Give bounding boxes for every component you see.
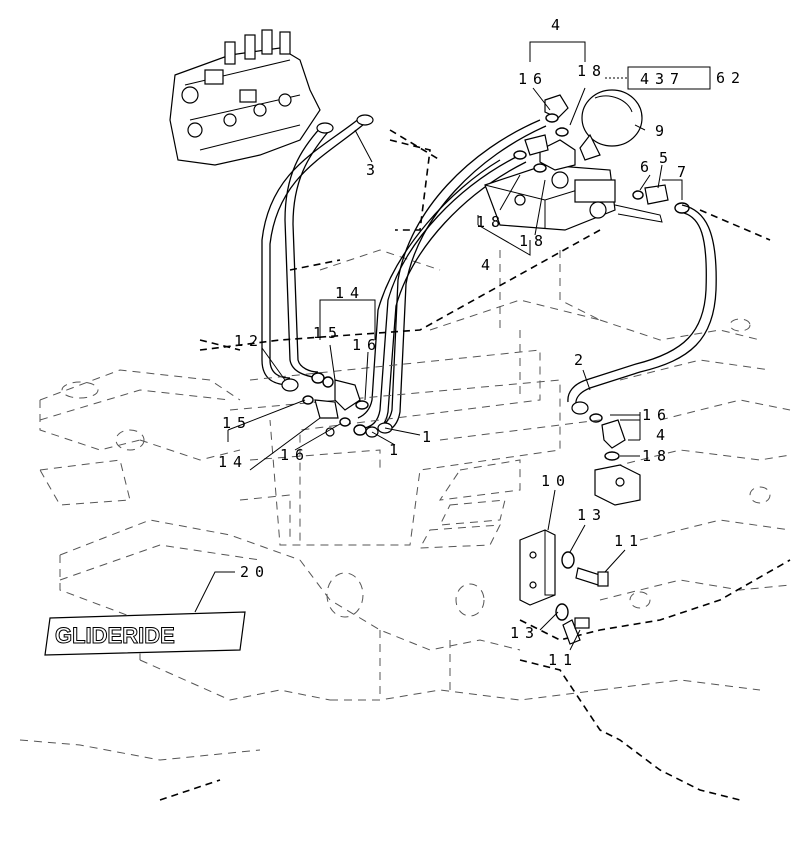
callout-15-bottom: 15 (222, 414, 252, 432)
callout-11-top: 11 (614, 532, 644, 550)
callout-10: 10 (541, 472, 571, 490)
callout-14-bottom: 14 (218, 453, 248, 471)
callout-4-mid: 4 (481, 256, 496, 274)
bracket-assembly (519, 529, 609, 645)
callout-13-top: 13 (577, 506, 607, 524)
callout-5: 5 (659, 149, 674, 167)
callout-3: 3 (366, 161, 381, 179)
callout-6: 6 (640, 158, 655, 176)
callout-2: 2 (574, 351, 589, 369)
callout-14-top: 14 (335, 284, 365, 302)
callout-18-right: 18 (642, 447, 672, 465)
callout-12: 12 (234, 332, 264, 350)
logo-text: GLIDERIDE (55, 623, 175, 648)
accumulator (579, 89, 643, 161)
fittings-top (513, 94, 690, 223)
callout-16-right: 16 (642, 406, 672, 424)
reference-box-text: 437 (640, 70, 685, 88)
callout-20: 20 (240, 563, 270, 581)
fittings-right (589, 413, 641, 506)
reference-suffix: 62 (716, 69, 746, 87)
hose-group-left (261, 114, 374, 386)
fittings-left-cluster (281, 372, 393, 438)
callout-7: 7 (677, 163, 692, 181)
chassis-outline (19, 249, 791, 761)
callout-18-mid-right: 18 (519, 232, 549, 250)
callout-16-top: 16 (518, 70, 548, 88)
callout-16-mid: 16 (352, 336, 382, 354)
callout-4-top: 4 (551, 16, 566, 34)
hose-right (567, 204, 717, 415)
callout-11-bottom: 11 (548, 651, 578, 669)
callout-1-b: 1 (422, 428, 437, 446)
callouts: 4 16 18 437 62 9 3 5 6 7 18 18 4 14 15 1… (218, 16, 746, 669)
glideride-logo: GLIDERIDE (44, 611, 246, 656)
callout-18-mid-left: 18 (476, 213, 506, 231)
callout-18-top: 18 (577, 62, 607, 80)
leader-lines (194, 41, 711, 651)
control-valve-block (169, 29, 321, 166)
hose-group-center (357, 119, 547, 433)
callout-4-right: 4 (656, 426, 671, 444)
callout-16-left: 16 (280, 446, 310, 464)
callout-15-top: 15 (313, 324, 343, 342)
accumulator-valve-block (484, 139, 616, 231)
callout-13-bottom: 13 (510, 624, 540, 642)
chevron-decal (229, 349, 601, 549)
callout-1-a: 1 (389, 441, 404, 459)
frame-edge-lines (159, 129, 791, 801)
callout-9: 9 (655, 122, 670, 140)
